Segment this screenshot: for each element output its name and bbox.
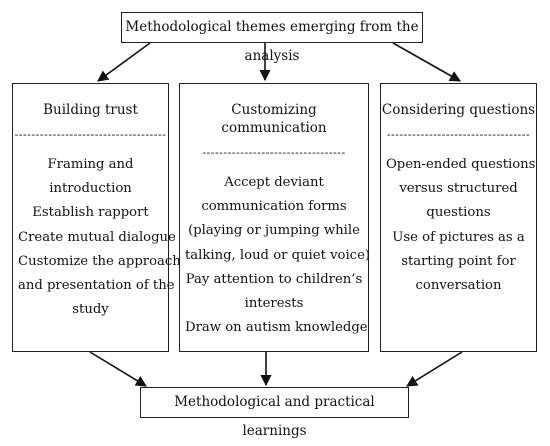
theme-separator: ---------------------------------- — [386, 128, 531, 141]
theme-line: interests — [244, 296, 304, 312]
arrow-col-3-to-bottom — [406, 351, 463, 387]
theme-line: (playing or jumping while — [188, 223, 360, 239]
theme-line: Use of pictures as a — [392, 229, 525, 245]
arrow-col-1-to-bottom — [89, 351, 147, 387]
arrow-top-to-col-1 — [97, 42, 151, 82]
footer-box: Methodological and practical learnings — [140, 387, 409, 439]
theme-line: Draw on autism knowledge — [185, 320, 368, 336]
footer-title: Methodological and practical learnings — [174, 394, 375, 439]
theme-line: study — [72, 302, 109, 318]
theme-line: Framing and — [47, 157, 134, 172]
theme-line: Customize the approach — [18, 253, 181, 269]
theme-line: conversation — [415, 278, 502, 294]
theme-line: communication forms — [201, 199, 347, 215]
connector-arrows — [89, 42, 463, 387]
theme-separator: ------------------------------------ — [14, 128, 167, 141]
theme-title: Customizing communication — [221, 102, 327, 136]
theme-body: Accept deviant communication forms (play… — [180, 171, 371, 340]
theme-line: questions — [426, 205, 491, 221]
theme-line: Accept deviant — [224, 175, 324, 190]
theme-title: Considering questions — [381, 102, 536, 118]
arrow-top-to-col-3 — [392, 42, 461, 82]
theme-line: introduction — [49, 181, 132, 197]
theme-line: and presentation of the — [18, 278, 175, 294]
theme-body: Open-ended questions versus structured q… — [381, 153, 536, 298]
theme-line: talking, loud or quiet voice) — [185, 247, 371, 263]
theme-box-customizing-communication: Customizing communication --------------… — [179, 83, 371, 352]
header-box: Methodological themes emerging from the … — [121, 12, 423, 64]
theme-line: Create mutual dialogue — [18, 229, 176, 245]
theme-box-building-trust: Building trust -------------------------… — [12, 83, 181, 352]
theme-body: Framing and introduction Establish rappo… — [13, 153, 181, 322]
theme-line: starting point for — [401, 253, 516, 269]
theme-line: Open-ended questions — [386, 157, 536, 172]
theme-line: Pay attention to children’s — [185, 271, 363, 287]
theme-box-considering-questions: Considering questions ------------------… — [380, 83, 537, 352]
theme-line: Establish rapport — [32, 205, 149, 221]
header-title: Methodological themes emerging from the … — [125, 19, 419, 64]
theme-separator: ---------------------------------- — [202, 146, 346, 159]
theme-line: versus structured — [399, 181, 518, 197]
theme-title: Building trust — [43, 102, 138, 118]
